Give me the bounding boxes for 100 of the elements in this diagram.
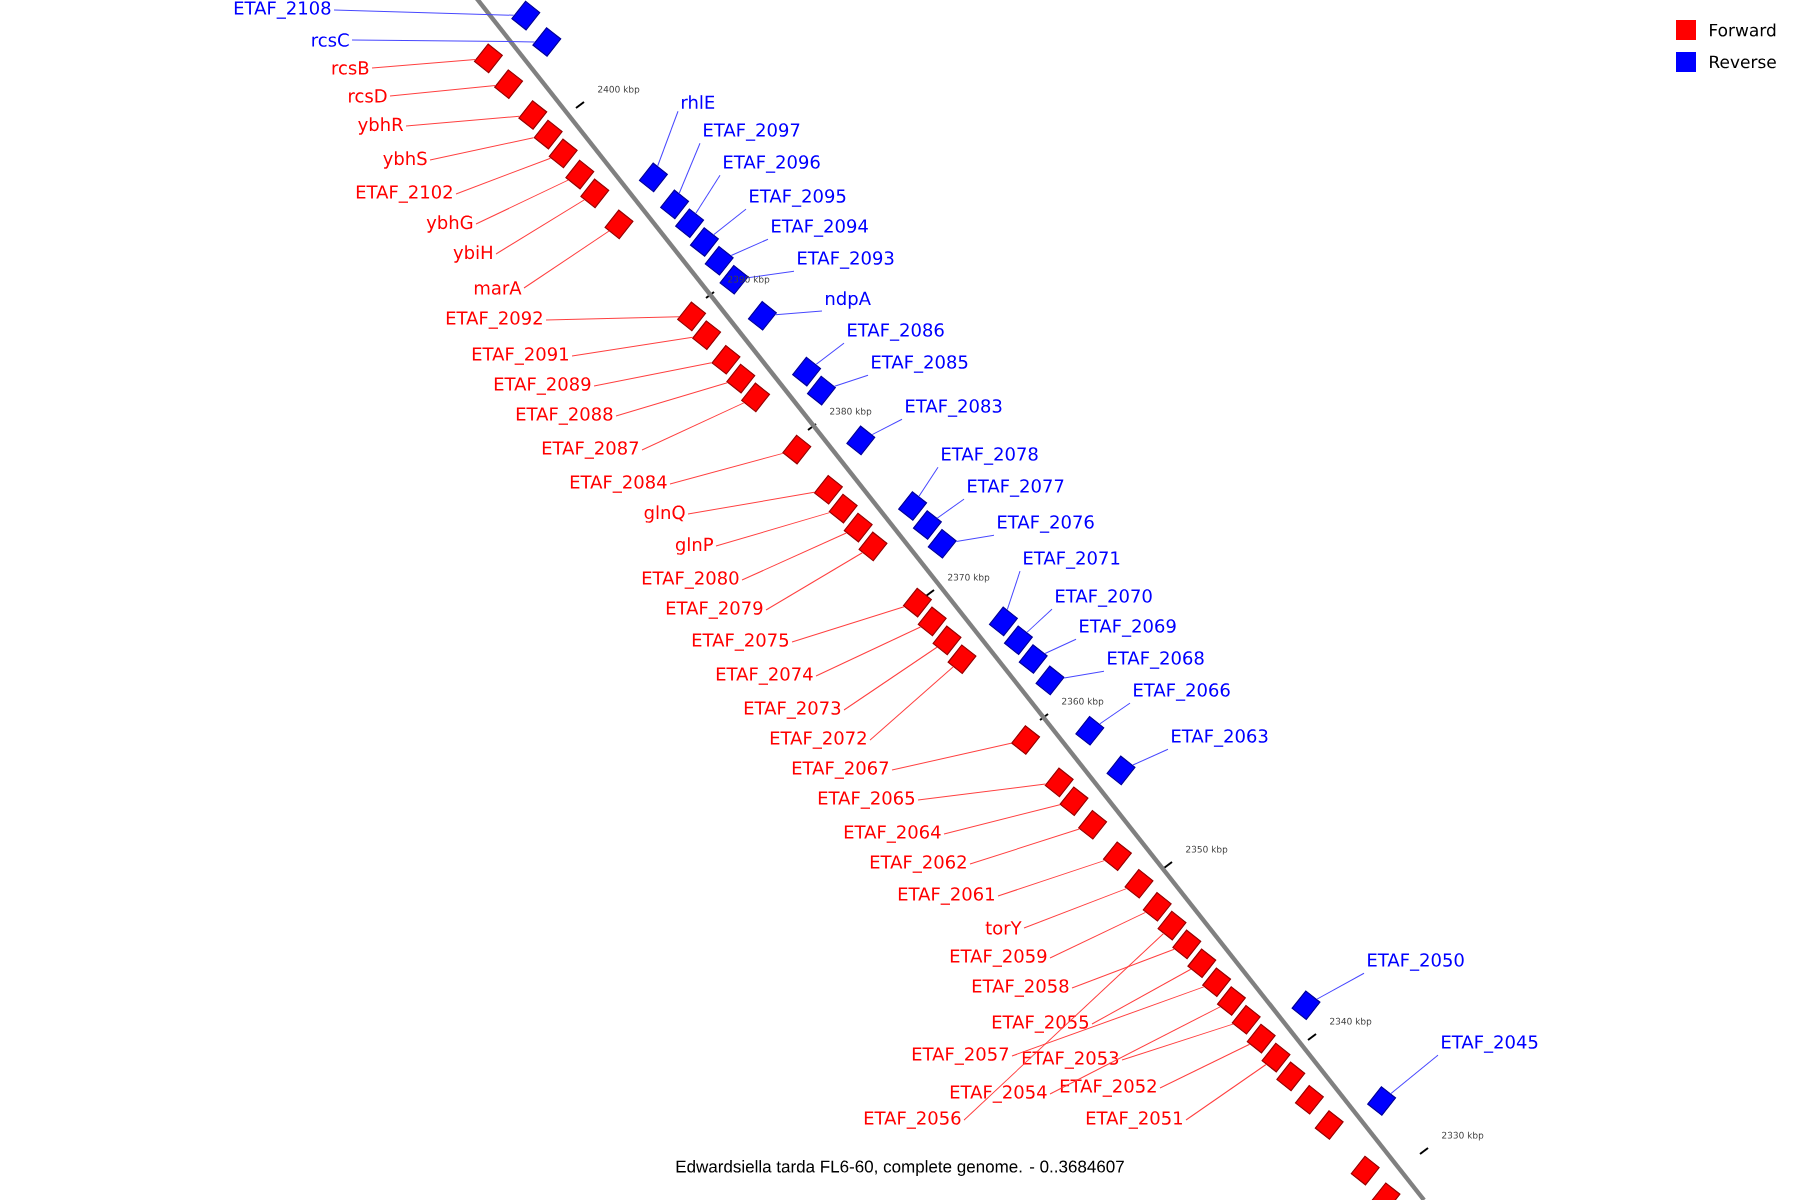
gene-label: ETAF_2078 bbox=[942, 447, 1038, 465]
leader-line bbox=[1011, 986, 1205, 1057]
gene-label: ETAF_2087 bbox=[542, 441, 639, 459]
gene-label: ETAF_2083 bbox=[906, 399, 1002, 417]
gene-block bbox=[843, 512, 873, 543]
gene-label: ETAF_2062 bbox=[870, 855, 966, 873]
leader-line bbox=[730, 238, 769, 256]
gene-block bbox=[493, 69, 524, 100]
leader-line bbox=[1099, 702, 1131, 725]
leader-line bbox=[774, 310, 823, 316]
gene-block bbox=[917, 606, 947, 637]
gene-label: ETAF_2091 bbox=[472, 347, 568, 365]
leader-line bbox=[741, 532, 847, 581]
gene-label: ETAF_2089 bbox=[494, 377, 591, 395]
gene-label: ETAF_2076 bbox=[998, 515, 1094, 533]
gene-block bbox=[791, 356, 822, 387]
gene-block bbox=[1276, 1061, 1306, 1092]
gene-label: glnP bbox=[675, 537, 713, 555]
gene-label: ybiH bbox=[453, 245, 492, 263]
gene-label: ybhS bbox=[383, 151, 427, 169]
gene-block bbox=[1035, 665, 1065, 696]
gene-block bbox=[1044, 767, 1074, 798]
gene-label: ETAF_2075 bbox=[692, 633, 789, 651]
gene-label: ETAF_2097 bbox=[704, 123, 800, 141]
leader-line bbox=[1063, 670, 1105, 679]
gene-label: rcsD bbox=[349, 89, 387, 103]
leader-line bbox=[936, 498, 965, 519]
gene-label: ETAF_2055 bbox=[992, 1015, 1089, 1033]
leader-line bbox=[843, 646, 938, 711]
leader-line bbox=[405, 115, 521, 127]
gene-label: ETAF_2045 bbox=[1442, 1035, 1538, 1053]
gene-block bbox=[1246, 1023, 1276, 1054]
gene-block bbox=[858, 531, 888, 562]
gene-label: rcsC bbox=[312, 33, 349, 47]
gene-block bbox=[548, 138, 578, 169]
gene-label: ETAF_2080 bbox=[642, 571, 739, 589]
gene-label: ETAF_2059 bbox=[950, 949, 1047, 967]
leader-line bbox=[1044, 638, 1077, 655]
leader-line bbox=[969, 828, 1080, 865]
gene-label: ETAF_2084 bbox=[570, 475, 667, 493]
leader-line bbox=[371, 59, 476, 69]
gene-label: ETAF_2052 bbox=[1060, 1079, 1156, 1097]
gene-label: ETAF_2094 bbox=[772, 219, 868, 237]
gene-block bbox=[659, 189, 690, 220]
leader-line bbox=[869, 666, 954, 741]
leader-line bbox=[1071, 948, 1175, 989]
caption: Edwardsiella tarda FL6-60, complete genome. - 0..3684607 bbox=[676, 1160, 1124, 1176]
leader-line bbox=[917, 783, 1047, 801]
leader-line bbox=[871, 418, 903, 436]
gene-block bbox=[726, 363, 756, 394]
leader-line bbox=[615, 382, 728, 417]
leader-line bbox=[1023, 888, 1127, 929]
legend-label: Reverse bbox=[1710, 55, 1776, 69]
gene-block bbox=[1172, 929, 1202, 960]
gene-block bbox=[1187, 948, 1217, 979]
gene-label: ETAF_2065 bbox=[818, 791, 915, 809]
gene-label: ETAF_2108 bbox=[234, 1, 331, 19]
gene-label: ETAF_2051 bbox=[1086, 1111, 1182, 1129]
leader-line bbox=[891, 742, 1012, 771]
gene-label: ETAF_2064 bbox=[844, 825, 941, 843]
leader-line bbox=[715, 512, 831, 547]
leader-line bbox=[1026, 608, 1053, 633]
gene-label: ETAF_2093 bbox=[798, 251, 894, 269]
gene-label: ETAF_2063 bbox=[1172, 729, 1268, 747]
gene-label: marA bbox=[474, 281, 522, 295]
leader-line bbox=[1091, 968, 1192, 1025]
leader-line bbox=[687, 491, 815, 515]
gene-label: ETAF_2050 bbox=[1368, 953, 1464, 971]
gene-label: ndpA bbox=[826, 291, 871, 309]
leader-line bbox=[695, 174, 721, 214]
leader-line bbox=[593, 362, 712, 387]
gene-block bbox=[674, 208, 705, 239]
gene-label: rcsB bbox=[332, 61, 369, 75]
leader-line bbox=[495, 199, 585, 255]
leader-line bbox=[765, 552, 863, 611]
gene-label: ybhR bbox=[358, 117, 404, 135]
leader-line bbox=[571, 336, 694, 357]
leader-line bbox=[791, 606, 905, 643]
leader-line bbox=[1316, 972, 1365, 1000]
gene-block bbox=[533, 119, 563, 150]
gene-block bbox=[740, 382, 771, 413]
gene-label: glnQ bbox=[644, 505, 685, 523]
gene-label: ETAF_2086 bbox=[848, 323, 944, 341]
gene-block bbox=[604, 209, 634, 240]
leader-line bbox=[475, 179, 569, 225]
leader-line bbox=[955, 534, 995, 542]
leader-line bbox=[1185, 1064, 1267, 1121]
gene-label: ETAF_2072 bbox=[770, 731, 866, 749]
leader-line bbox=[669, 452, 784, 485]
leader-line bbox=[429, 137, 534, 161]
gene-block bbox=[1059, 786, 1089, 817]
gene-label: rhlE bbox=[682, 95, 715, 109]
gene-block bbox=[1261, 1042, 1291, 1073]
gene-label: ETAF_2070 bbox=[1056, 589, 1152, 607]
leader-line bbox=[455, 157, 552, 195]
gene-label: ETAF_2058 bbox=[972, 979, 1069, 997]
leader-line bbox=[815, 626, 921, 677]
gene-label: ETAF_2102 bbox=[356, 185, 452, 203]
leader-line bbox=[678, 142, 701, 194]
gene-block bbox=[932, 625, 962, 656]
